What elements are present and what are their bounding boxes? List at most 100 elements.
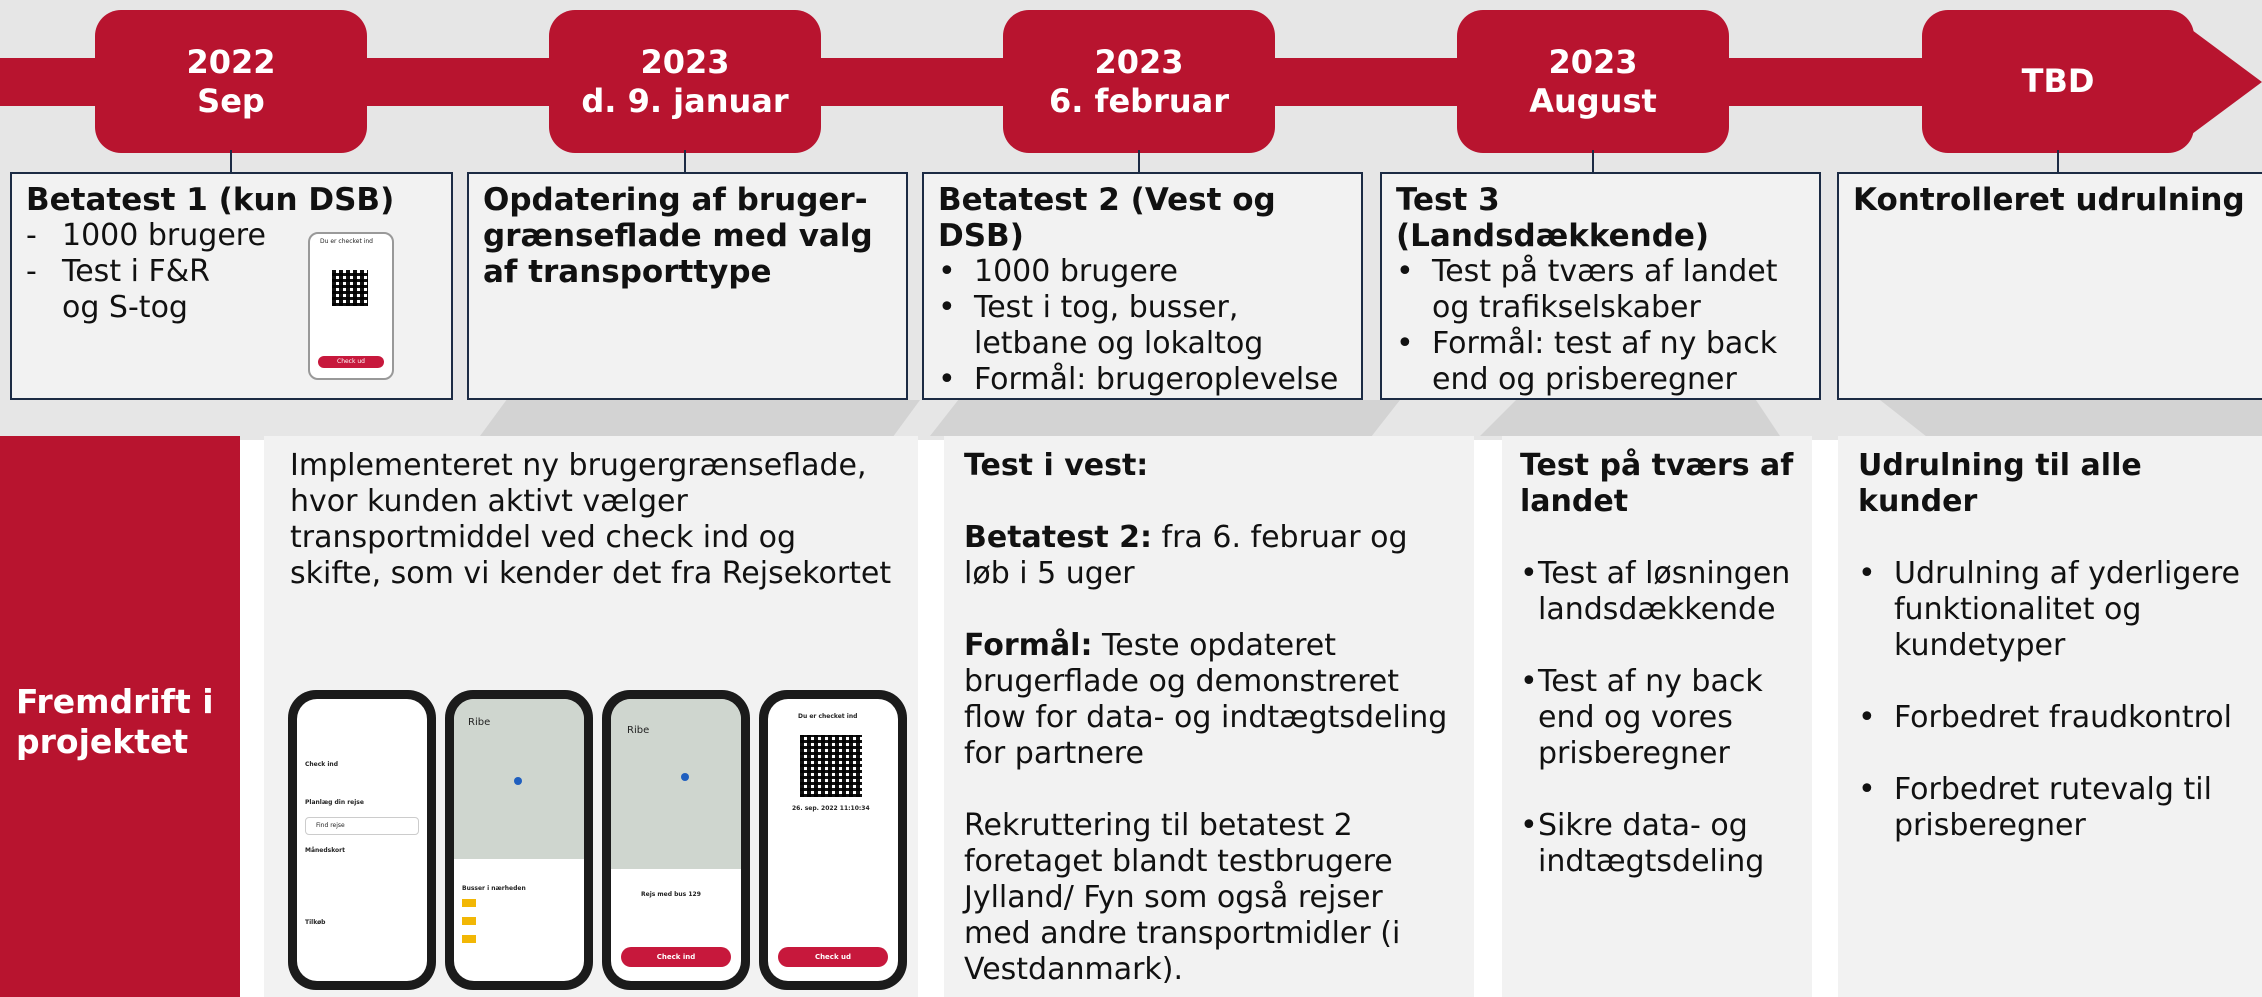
- connector-shape: [930, 400, 1400, 436]
- location-dot-icon: [681, 773, 689, 781]
- column-test-i-vest: Test i vest: Betatest 2: fra 6. februar …: [944, 436, 1474, 997]
- list-item: •Sikre data- og indtægtsdeling: [1520, 808, 1796, 880]
- location-dot-icon: [514, 777, 522, 785]
- check-out-button[interactable]: Check ud: [318, 356, 384, 368]
- bullet-icon: •: [1520, 808, 1538, 843]
- connector: [1592, 150, 1594, 172]
- list-item: •Test af løsningen landsdækkende: [1520, 556, 1796, 628]
- paragraph-text: fra 6. februar og løb i 5 uger: [964, 520, 1408, 591]
- milestone-2022-sep: 2022 Sep: [95, 10, 367, 153]
- box-list: Test på tværs af landet og trafikselskab…: [1396, 254, 1805, 398]
- phone-display: Check ind Planlæg din rejse Find rejse M…: [297, 699, 427, 981]
- list-item-text: Udrulning af yderligere funktionalitet o…: [1894, 556, 2240, 663]
- phone-text: Planlæg din rejse: [305, 799, 364, 806]
- connector-shape: [480, 400, 920, 436]
- paragraph-formaal: Formål: Teste opdateret brugerflade og d…: [964, 628, 1456, 772]
- phone-text: Tilkøb: [305, 919, 326, 926]
- box-title: Kontrolleret udrulning: [1853, 182, 2245, 218]
- milestone-line1: 2023: [640, 42, 730, 81]
- map-area: [611, 699, 741, 869]
- connector-shape: [1480, 400, 1780, 436]
- column-text: Implementeret ny brugergrænseflade, hvor…: [290, 448, 892, 591]
- phone-screen-checket-ind: Du er checket ind 26. sep. 2022 11:10:34…: [759, 690, 907, 990]
- connector: [230, 150, 232, 172]
- box-test-3: Test 3 (Landsdækkende) Test på tværs af …: [1380, 172, 1821, 400]
- list-item-text: Sikre data- og indtægtsdeling: [1538, 808, 1765, 879]
- search-field[interactable]: Find rejse: [305, 817, 419, 835]
- list-item: 1000 brugere: [938, 254, 1347, 290]
- milestone-line1: 2023: [1094, 42, 1184, 81]
- list-item-text: Test af ny back end og vores prisberegne…: [1538, 664, 1763, 771]
- check-in-button[interactable]: Check ind: [621, 947, 731, 967]
- column-heading: Test på tværs af landet: [1520, 448, 1794, 519]
- paragraph-label: Betatest 2:: [964, 520, 1152, 555]
- phone-thumbnail: Du er checket ind Check ud: [308, 232, 394, 380]
- milestone-tbd: TBD: [1922, 10, 2194, 153]
- milestone-line1: TBD: [2021, 62, 2095, 100]
- side-label: Fremdrift i projektet: [0, 436, 240, 997]
- phone-display: Ribe Busser i nærheden: [454, 699, 584, 981]
- phone-display: Ribe Rejs med bus 129 Check ind: [611, 699, 741, 981]
- phone-screen-busser: Ribe Busser i nærheden: [445, 690, 593, 990]
- milestone-line2: 6. februar: [1048, 81, 1230, 120]
- milestone-line2: d. 9. januar: [581, 81, 789, 120]
- paragraph-text: Teste opdateret brugerflade og demonstre…: [964, 628, 1448, 771]
- connector-shape: [1880, 400, 2262, 436]
- column-udrulning: Udrulning til alle kunder • Udrulning af …: [1838, 436, 2262, 997]
- box-opdatering: Opdatering af bruger-grænseflade med val…: [467, 172, 908, 400]
- phone-text: Du er checket ind: [798, 713, 858, 720]
- phone-text: 26. sep. 2022 11:10:34: [792, 805, 870, 812]
- bullet-icon: •: [1858, 556, 1876, 591]
- list-item: Test i F&R: [26, 254, 437, 290]
- qr-code-icon: [800, 735, 862, 797]
- check-out-button[interactable]: Check ud: [778, 947, 888, 967]
- connector: [1138, 150, 1140, 172]
- phone-text: Check ind: [305, 761, 339, 768]
- milestone-2023-august: 2023 August: [1457, 10, 1729, 153]
- phone-text: Månedskort: [305, 847, 346, 854]
- bullet-icon: •: [1520, 664, 1538, 699]
- list-item: •Forbedret rutevalg til prisberegner: [1858, 772, 2262, 844]
- column-heading: Test i vest:: [964, 448, 1149, 483]
- list-item: • Forbedret fraudkontrol: [1858, 700, 2262, 736]
- phone-screen-check-ind: Check ind Planlæg din rejse Find rejse M…: [288, 690, 436, 990]
- column-test-paa-tvaers: Test på tværs af landet •Test af løsning…: [1502, 436, 1812, 997]
- milestone-line2: Sep: [197, 81, 265, 120]
- box-kontrolleret-udrulning: Kontrolleret udrulning: [1837, 172, 2262, 400]
- list-item-text: Forbedret fraudkontrol: [1894, 700, 2232, 735]
- box-betatest-2: Betatest 2 (Vest og DSB) 1000 brugere Te…: [922, 172, 1363, 433]
- qr-code-icon: [332, 270, 368, 306]
- paragraph-rekruttering: Rekruttering til betatest 2 foretaget bl…: [964, 808, 1401, 987]
- box-list: 1000 brugere Test i F&R og S-tog: [26, 218, 437, 326]
- side-label-text: Fremdrift i projektet: [16, 682, 214, 761]
- bus-badge: [462, 935, 476, 943]
- list-item: og S-tog: [26, 290, 437, 326]
- list-item: Test på tværs af landet og trafikselskab…: [1396, 254, 1805, 326]
- phone-text: Busser i nærheden: [462, 885, 526, 892]
- box-title: Test 3 (Landsdækkende): [1396, 182, 1710, 254]
- milestone-2023-februar: 2023 6. februar: [1003, 10, 1275, 153]
- bullet-icon: •: [1858, 700, 1876, 735]
- list-item-text: Test af løsningen landsdækkende: [1538, 556, 1791, 627]
- bus-badge: [462, 899, 476, 907]
- bus-badge: [462, 917, 476, 925]
- milestone-line1: 2023: [1548, 42, 1638, 81]
- list-item: •Test af ny back end og vores prisberegn…: [1520, 664, 1796, 772]
- paragraph-betatest: Betatest 2: fra 6. februar og løb i 5 ug…: [964, 520, 1456, 592]
- milestone-line2: August: [1529, 81, 1657, 120]
- connector: [2057, 150, 2059, 172]
- paragraph-label: Formål:: [964, 628, 1093, 663]
- phone-text: Rejs med bus 129: [641, 891, 701, 898]
- list-item: Test i tog, busser, letbane og lokaltog: [938, 290, 1347, 362]
- map-label: Ribe: [627, 725, 650, 736]
- column-heading: Udrulning til alle kunder: [1858, 448, 2142, 519]
- phone-display: Du er checket ind 26. sep. 2022 11:10:34…: [768, 699, 898, 981]
- timeline-arrow-head: [2192, 30, 2262, 134]
- list-item-text: og S-tog: [62, 290, 188, 325]
- list-item-text: Forbedret rutevalg til prisberegner: [1894, 772, 2212, 843]
- connector: [684, 150, 686, 172]
- box-title: Opdatering af bruger-grænseflade med val…: [483, 182, 873, 290]
- milestone-line1: 2022: [186, 42, 276, 81]
- map-label: Ribe: [468, 717, 491, 728]
- phone-thumb-header: Du er checket ind: [320, 238, 373, 245]
